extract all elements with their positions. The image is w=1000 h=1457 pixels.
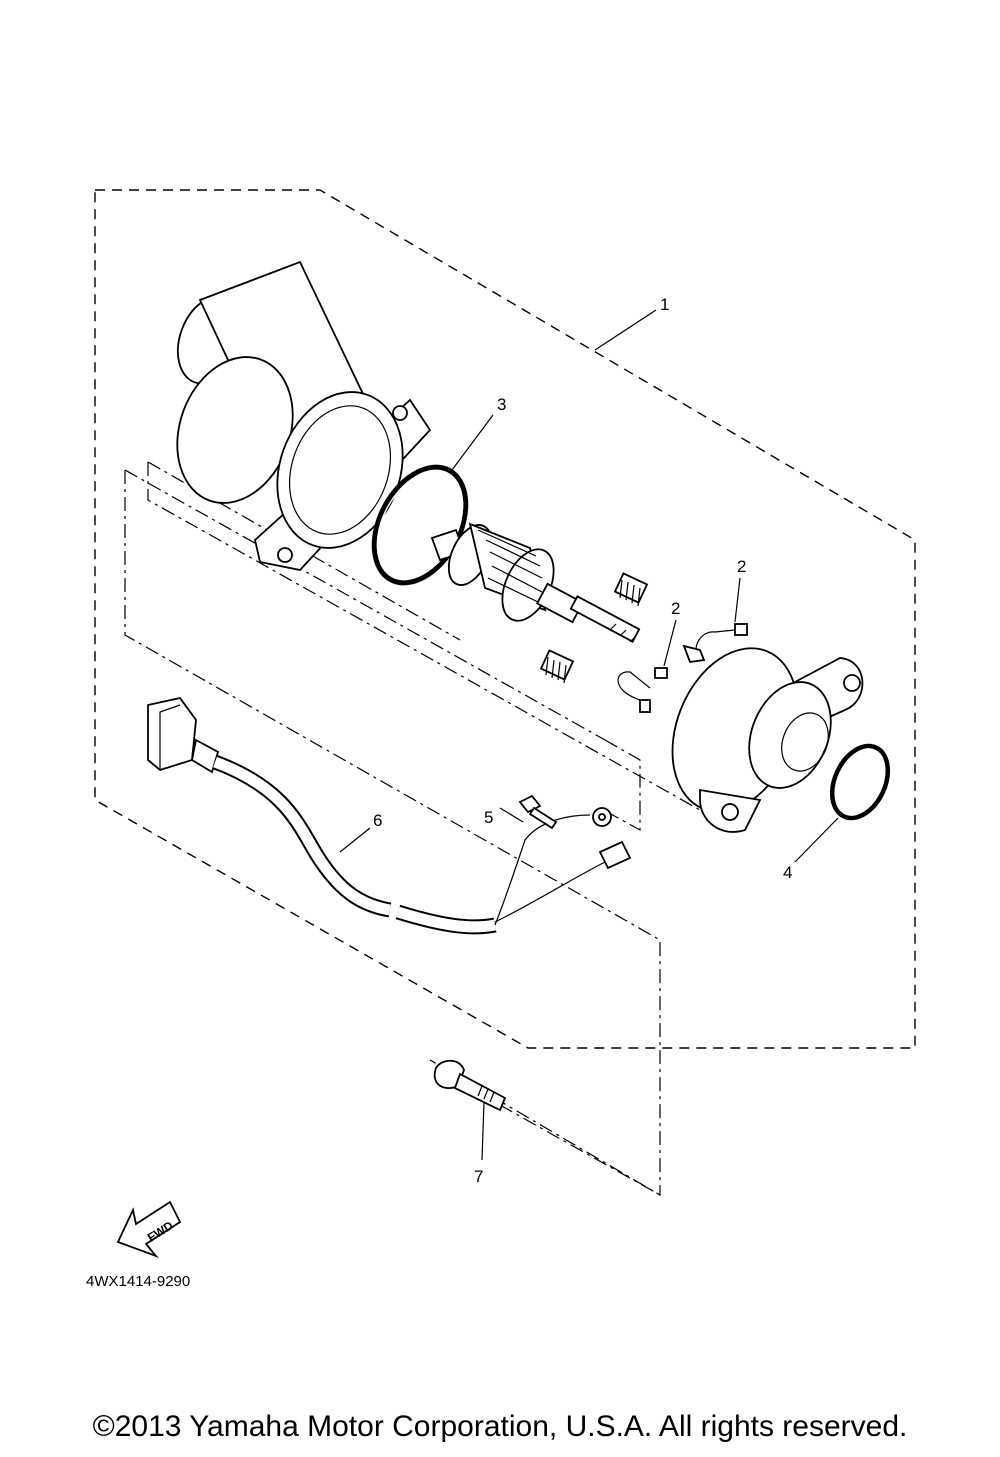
callout-2a: 2 [671, 599, 680, 618]
callout-4: 4 [783, 863, 792, 882]
leader-2a [663, 619, 677, 667]
callout-1: 1 [660, 295, 669, 314]
o-ring-small [829, 743, 891, 821]
center-axis-line [147, 462, 701, 811]
callout-6: 6 [373, 811, 382, 830]
screw-5 [518, 794, 558, 830]
copyright-notice: ©2013 Yamaha Motor Corporation, U.S.A. A… [92, 1410, 908, 1443]
leader-6 [339, 827, 371, 853]
wiring-guide-frame [124, 470, 661, 1197]
diagram-code: 4WX1414-9290 [86, 1273, 190, 1290]
leader-2b [734, 577, 741, 623]
motor-yoke [176, 260, 432, 571]
leader-1 [594, 309, 657, 351]
leader-4 [794, 817, 839, 863]
callout-5: 5 [484, 808, 493, 827]
callout-2b: 2 [737, 557, 746, 576]
callout-3: 3 [497, 395, 506, 414]
bolt-guide [499, 1104, 661, 1196]
leader-5 [499, 807, 524, 823]
front-cover [671, 647, 864, 833]
leader-3 [451, 414, 494, 471]
wiring-guide-top [124, 469, 606, 741]
fwd-arrow-icon: FWD [116, 1200, 182, 1259]
callout-7: 7 [474, 1167, 483, 1186]
assembly-boundary [94, 189, 916, 1049]
bolt-7 [433, 1059, 507, 1112]
brush-set-right [682, 623, 748, 663]
starter-lead-wire [147, 696, 632, 935]
leader-7 [481, 1101, 485, 1161]
armature [430, 522, 641, 643]
brush-set-left [617, 667, 668, 713]
screw-guide-frame [599, 739, 641, 832]
brush-spring-lower [539, 649, 575, 684]
brush-spring-upper [613, 572, 649, 607]
